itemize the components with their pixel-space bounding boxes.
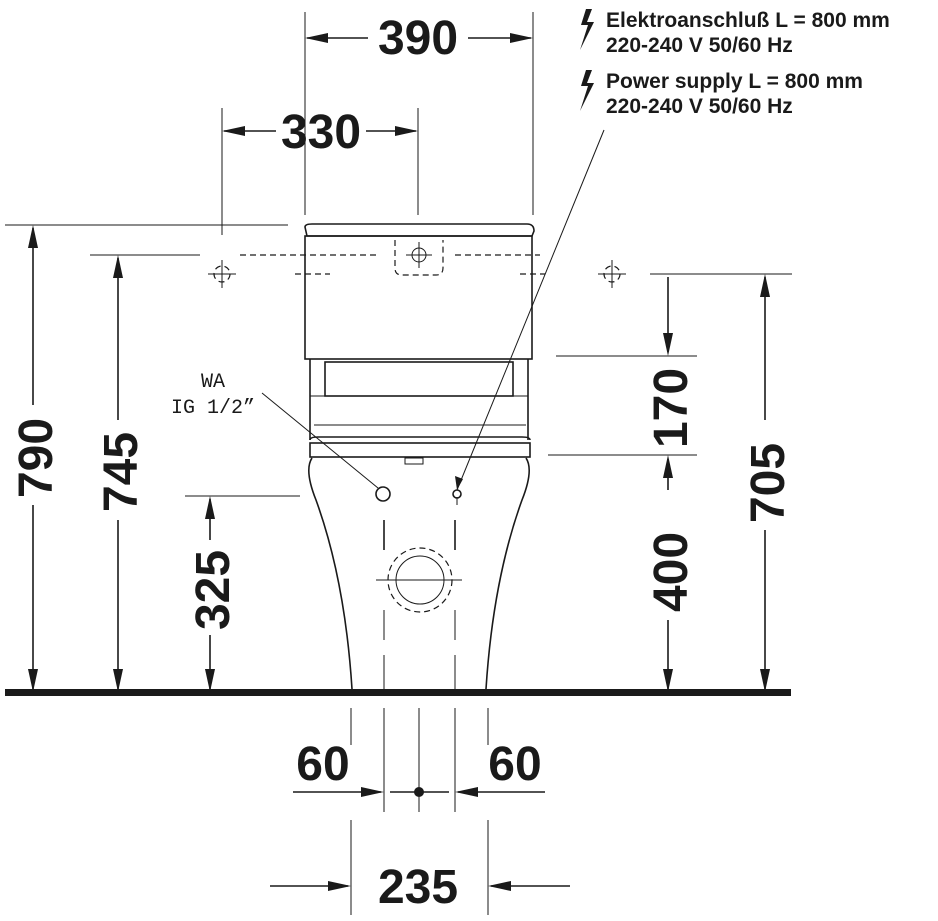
water-leader-line xyxy=(261,392,379,489)
dimension-170: 170 xyxy=(548,273,792,490)
dimension-390: 390 xyxy=(304,12,534,215)
lightning-bolt-icon xyxy=(580,70,594,111)
water-connection xyxy=(375,486,391,502)
dimension-705-label: 705 xyxy=(742,443,795,523)
cistern-bracket xyxy=(324,361,514,397)
dimension-790-label: 790 xyxy=(10,418,63,498)
seat-hinge-band xyxy=(309,442,531,458)
note-de-line2: 220-240 V 50/60 Hz xyxy=(606,34,793,57)
dimension-60-left-label: 60 xyxy=(296,738,349,791)
cistern-lid xyxy=(304,223,535,237)
seat-top xyxy=(309,436,531,441)
dimension-60-right: 60 xyxy=(454,708,545,812)
dimension-705: 705 xyxy=(742,274,795,692)
dimension-60-left: 60 xyxy=(293,708,385,812)
note-en-line2: 220-240 V 50/60 Hz xyxy=(606,95,793,118)
electric-note-de: Elektroanschluß L = 800 mm 220-240 V 50/… xyxy=(580,9,890,57)
dimension-745: 745 xyxy=(90,254,200,692)
dimension-400-label: 400 xyxy=(645,532,698,612)
dimension-745-label: 745 xyxy=(95,432,148,512)
dimension-400: 400 xyxy=(645,532,698,692)
dimension-325: 325 xyxy=(185,495,300,692)
fixing-point-left xyxy=(208,260,236,288)
dimension-330: 330 xyxy=(221,106,419,235)
bowl-left-contour xyxy=(308,457,353,690)
centre-marker xyxy=(390,708,449,812)
note-de-line1: Elektroanschluß L = 800 mm xyxy=(606,9,890,32)
dimension-60-right-label: 60 xyxy=(488,738,541,791)
dimension-325-label: 325 xyxy=(187,550,240,630)
toilet-drawing xyxy=(208,223,626,690)
electric-note-en: Power supply L = 800 mm 220-240 V 50/60 … xyxy=(580,70,863,118)
dimension-235: 235 xyxy=(270,708,570,915)
wa-label-line2: IG 1/2” xyxy=(171,397,255,420)
power-leader-arrow xyxy=(455,476,463,490)
power-point xyxy=(452,489,462,499)
cistern-body xyxy=(304,235,533,360)
wa-label-line1: WA xyxy=(201,371,225,394)
note-en-line1: Power supply L = 800 mm xyxy=(606,70,863,93)
bowl-right-contour xyxy=(485,457,530,690)
fixing-point-right xyxy=(598,260,626,288)
dimension-390-label: 390 xyxy=(378,12,458,65)
dimension-170-label: 170 xyxy=(645,368,698,448)
lightning-bolt-icon xyxy=(580,9,594,50)
dimension-330-label: 330 xyxy=(281,106,361,159)
flush-button-recess xyxy=(394,240,444,276)
dimension-790: 790 xyxy=(5,224,288,692)
dimension-235-label: 235 xyxy=(378,861,458,914)
floor-line xyxy=(5,689,791,696)
power-leader-line xyxy=(456,129,605,491)
